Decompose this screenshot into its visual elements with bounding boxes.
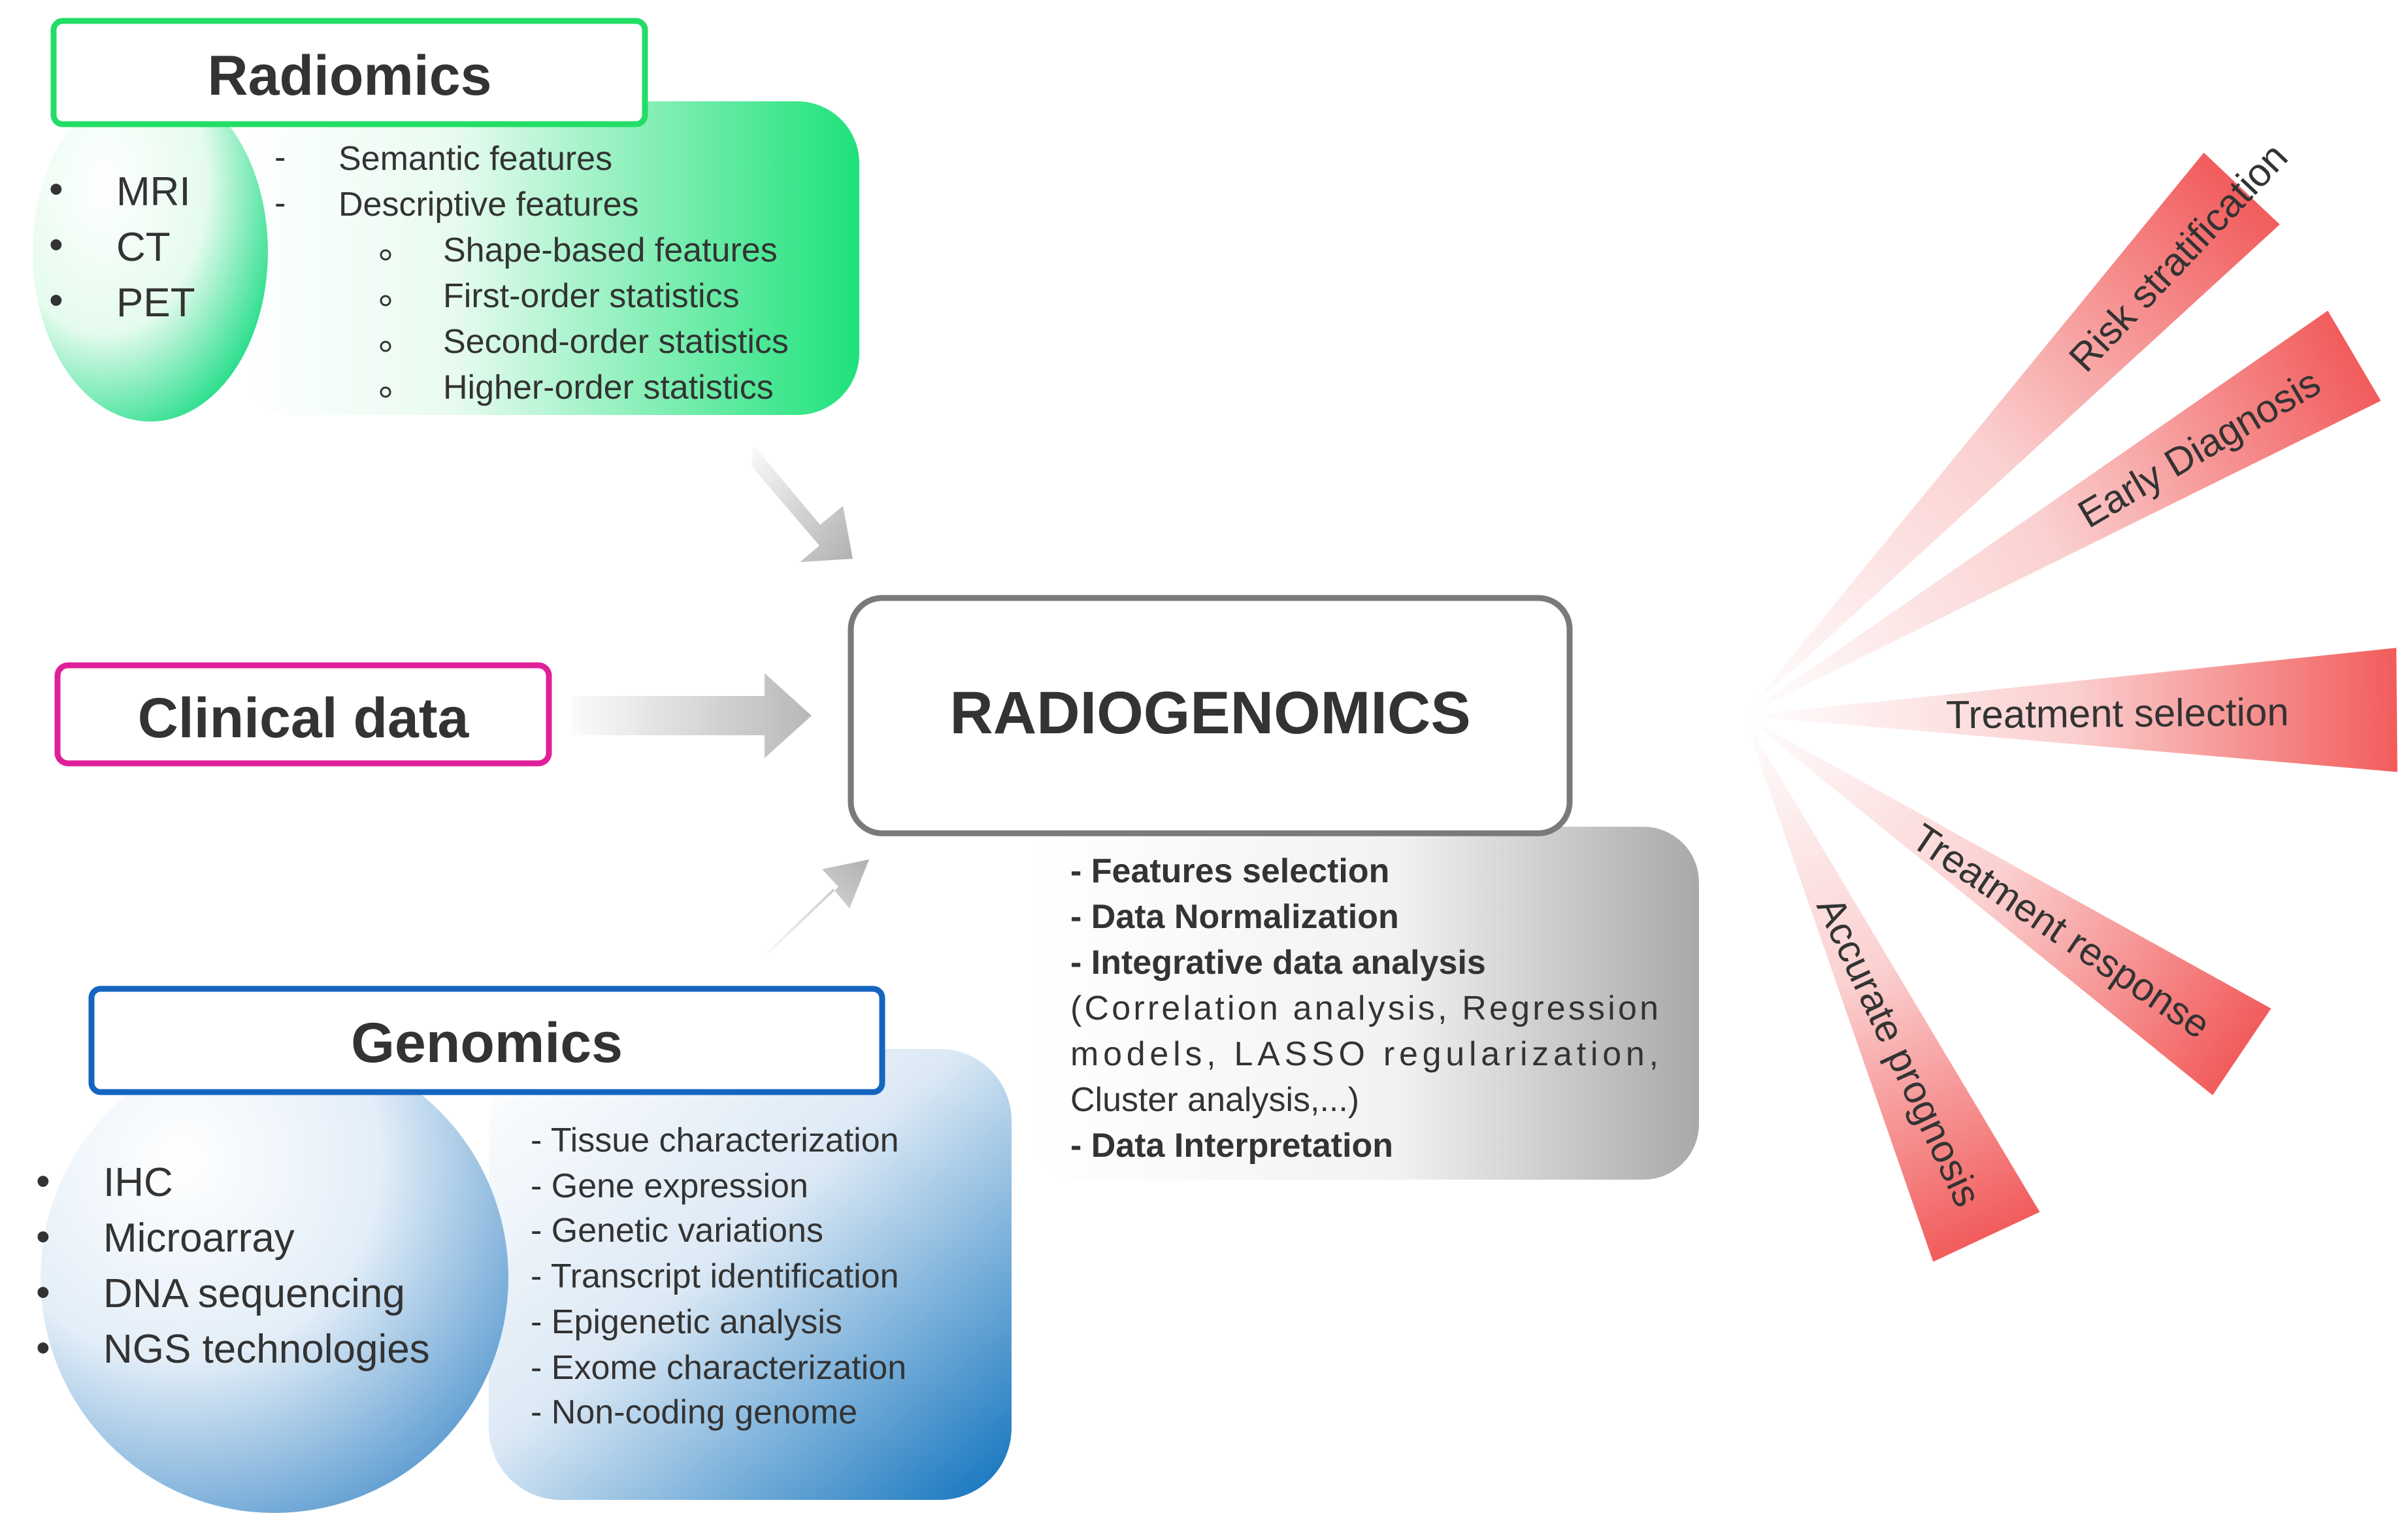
list-dash: - (274, 139, 286, 176)
genomics-title: Genomics (351, 1012, 623, 1074)
subfeature-higher-order: Higher-order statistics (443, 369, 774, 407)
step-data-normalization: - Data Normalization (1070, 898, 1399, 936)
analysis-exome: - Exome characterization (531, 1349, 906, 1387)
ray-accurate-prognosis (1743, 716, 2040, 1262)
radiomics-features-list: - Semantic features - Descriptive featur… (274, 139, 789, 407)
arrow-genomics-to-center (765, 859, 869, 954)
analysis-transcript: - Transcript identification (531, 1257, 899, 1295)
radiogenomics-section: RADIOGENOMICS - Features selection - Dat… (848, 595, 1699, 1180)
radiogenomics-title: RADIOGENOMICS (949, 680, 1470, 746)
feature-semantic: Semantic features (338, 140, 612, 178)
sub-bullet (380, 340, 391, 352)
ray-treatment-selection (1743, 648, 2398, 772)
radiomics-section: Radiomics • MRI • CT • PET - Semantic fe… (33, 18, 859, 422)
list-bullet: • (36, 1214, 50, 1259)
modality-ct: CT (116, 225, 171, 270)
arrow-clinical-to-center (572, 673, 812, 758)
list-bullet: • (36, 1270, 50, 1315)
modality-pet: PET (116, 280, 195, 325)
analysis-steps-list: - Features selection - Data Normalizatio… (1070, 852, 1658, 1165)
feature-descriptive: Descriptive features (338, 186, 639, 224)
radiomics-features-panel (235, 101, 859, 415)
genomics-section: Genomics • IHC • Microarray • DNA sequen… (36, 986, 1012, 1513)
clinical-title: Clinical data (138, 687, 470, 750)
outcome-rays: Risk stratification Early Diagnosis Trea… (1743, 135, 2398, 1262)
technique-microarray: Microarray (103, 1216, 295, 1261)
subfeature-first-order: First-order statistics (443, 277, 740, 315)
list-bullet: • (36, 1159, 50, 1204)
clinical-title-box (54, 662, 552, 767)
genomics-techniques-ellipse (41, 1042, 508, 1513)
step-integrative-analysis: - Integrative data analysis (1070, 944, 1486, 982)
sub-bullet (380, 386, 391, 398)
technique-ihc: IHC (103, 1160, 173, 1205)
list-bullet: • (49, 167, 63, 212)
radiomics-title: Radiomics (208, 44, 492, 107)
radiomics-title-box (50, 18, 648, 127)
outcome-treatment-selection: Treatment selection (1946, 690, 2289, 737)
analysis-tissue: - Tissue characterization (531, 1121, 899, 1159)
list-bullet: • (36, 1325, 50, 1370)
outcome-early-diagnosis: Early Diagnosis (2071, 360, 2328, 536)
modality-mri: MRI (116, 169, 191, 214)
sub-bullet (380, 249, 391, 261)
analysis-non-coding: - Non-coding genome (531, 1393, 857, 1431)
step-data-interpretation: - Data Interpretation (1070, 1127, 1393, 1165)
genomics-techniques-list: • IHC • Microarray • DNA sequencing • NG… (36, 1159, 430, 1372)
sub-bullet (380, 295, 391, 307)
outcome-treatment-response: Treatment response (1904, 815, 2218, 1047)
subfeature-second-order: Second-order statistics (443, 323, 789, 361)
genomics-analyses-panel (489, 1049, 1012, 1500)
radiogenomics-title-box (848, 595, 1573, 837)
radiomics-modalities-list: • MRI • CT • PET (49, 167, 195, 325)
list-bullet: • (49, 222, 63, 267)
outcome-accurate-prognosis: Accurate prognosis (1808, 890, 1990, 1213)
technique-dna-sequencing: DNA sequencing (103, 1271, 405, 1316)
ray-risk-stratification (1743, 152, 2280, 716)
ray-early-diagnosis (1743, 310, 2381, 716)
arrow-radiomics-to-center (751, 444, 853, 562)
analysis-genetic-variations: - Genetic variations (531, 1212, 823, 1250)
step-methods-line-3: Cluster analysis,...) (1070, 1081, 1359, 1119)
analysis-epigenetic: - Epigenetic analysis (531, 1303, 842, 1341)
analysis-steps-panel (1026, 827, 1699, 1180)
clinical-section: Clinical data (54, 662, 552, 767)
radiomics-modalities-ellipse (33, 82, 268, 422)
genomics-analyses-list: - Tissue characterization - Gene express… (531, 1121, 906, 1431)
genomics-title-box (88, 986, 885, 1095)
list-bullet: • (49, 278, 63, 323)
list-dash: - (274, 184, 286, 222)
outcome-risk-stratification: Risk stratification (2060, 135, 2296, 380)
step-methods-line-2: models, LASSO regularization, (1070, 1035, 1658, 1073)
step-methods-line-1: (Correlation analysis, Regression (1070, 989, 1658, 1027)
technique-ngs: NGS technologies (103, 1327, 430, 1372)
ray-treatment-response (1743, 716, 2271, 1095)
analysis-gene-expression: - Gene expression (531, 1167, 808, 1205)
subfeature-shape: Shape-based features (443, 231, 778, 269)
step-features-selection: - Features selection (1070, 852, 1389, 890)
